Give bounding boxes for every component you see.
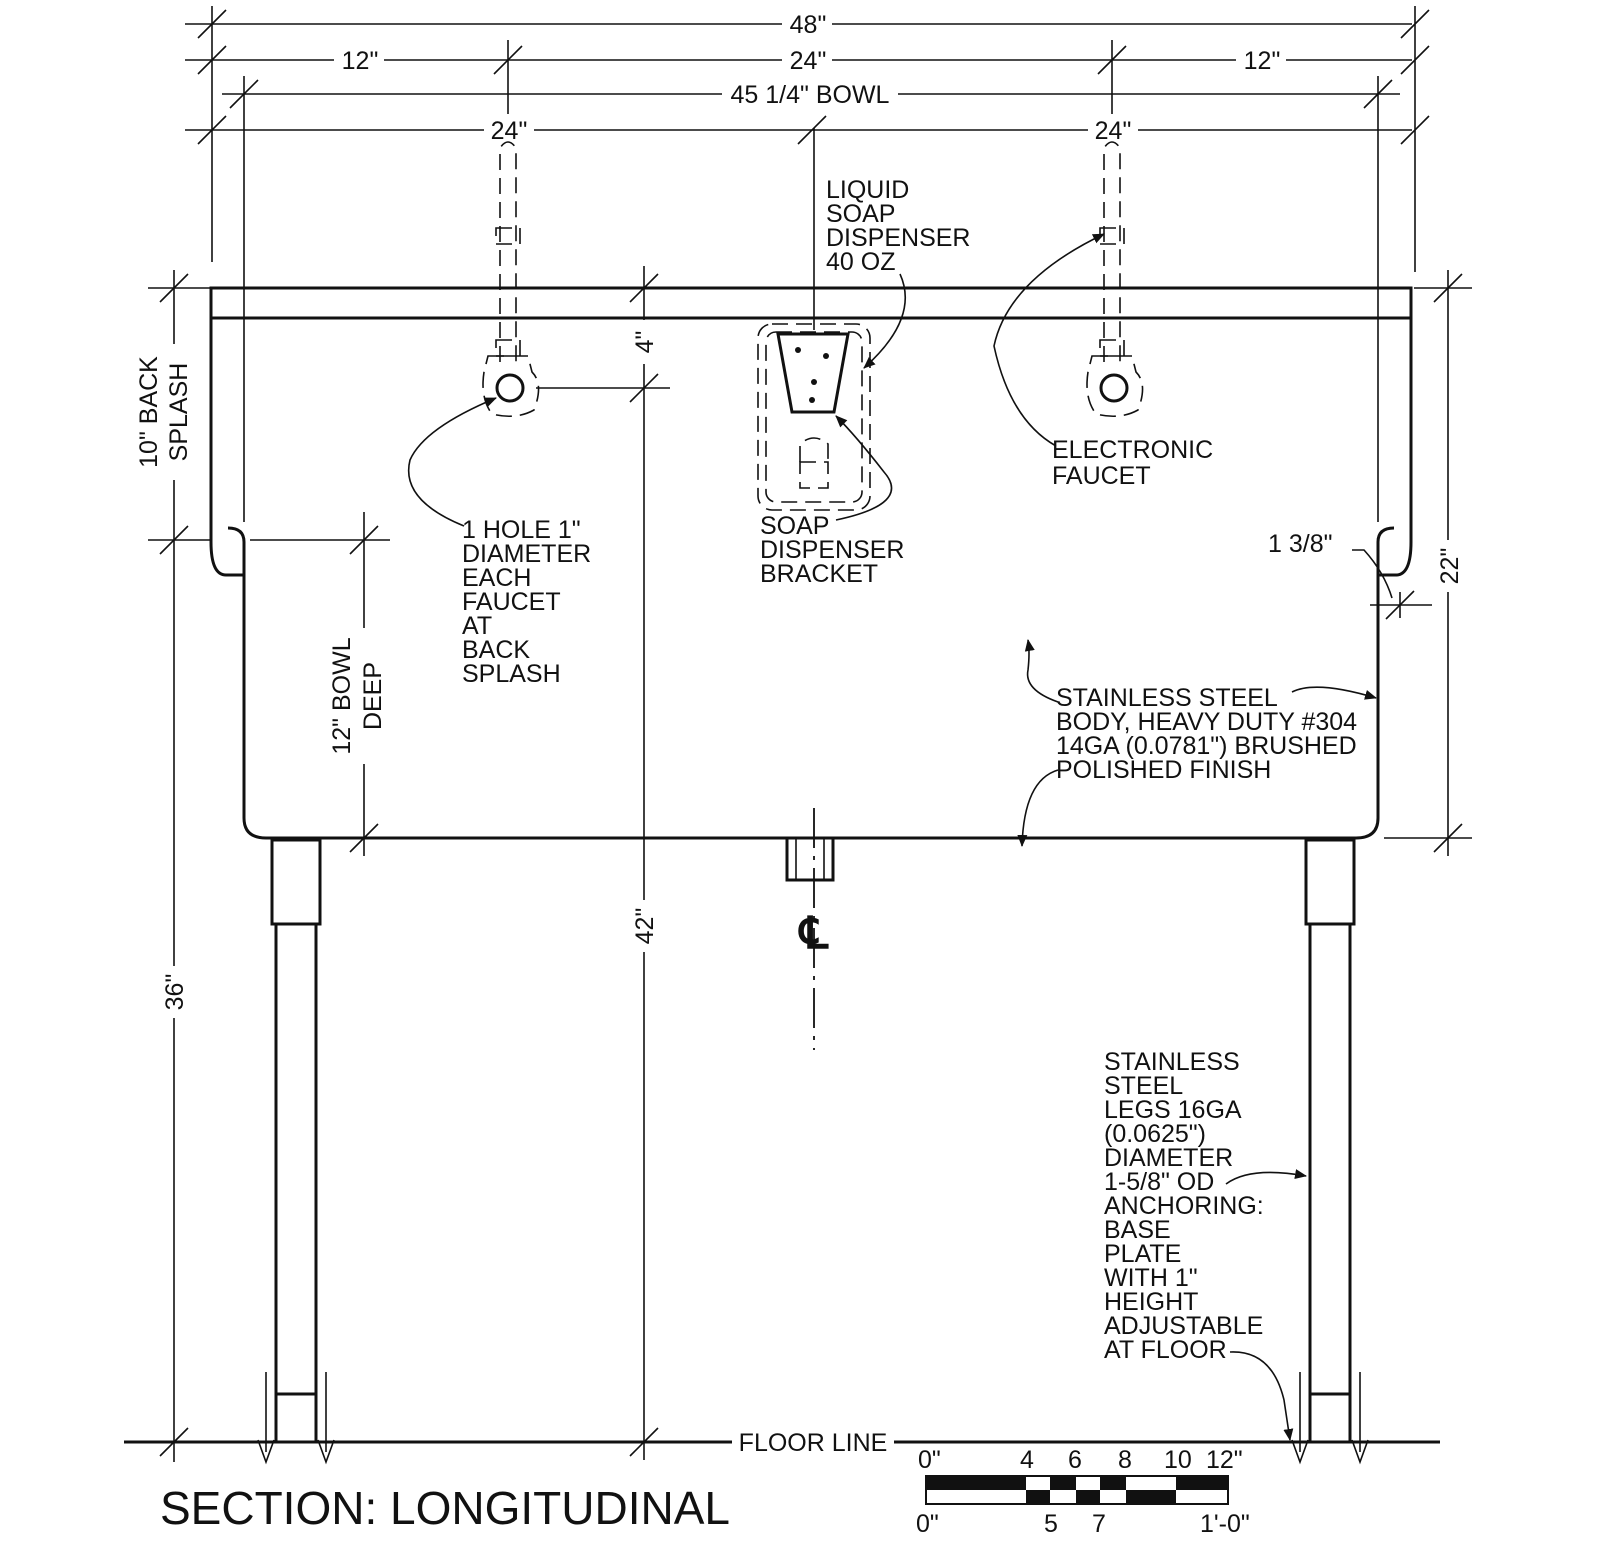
scale-top-8: 8	[1118, 1446, 1132, 1474]
top-dimensions: 48" 12" 24" 12" 45 1/4" BOWL 24" 24"	[185, 6, 1430, 522]
scale-bottom-1ft: 1'-0"	[1200, 1510, 1250, 1538]
leg-right	[1291, 838, 1369, 1465]
floor-line: FLOOR LINE	[124, 1429, 1440, 1457]
faucet-hole-line-2: DIAMETER	[462, 540, 591, 568]
faucet-hole-line-4: FAUCET	[462, 588, 561, 616]
scale-bottom-5: 5	[1044, 1510, 1058, 1538]
scale-top-0: 0"	[918, 1446, 941, 1474]
dim-backsplash-2: SPLASH	[165, 363, 193, 462]
legs-line-2: STEEL	[1104, 1072, 1183, 1100]
callout-soap-dispenser: LIQUID SOAP DISPENSER 40 OZ	[826, 176, 970, 369]
dim-center-span: 24"	[790, 47, 827, 75]
faucet-left	[482, 141, 540, 418]
callout-body: STAINLESS STEEL BODY, HEAVY DUTY #304 14…	[1017, 639, 1377, 847]
left-dimensions: 10" BACK SPLASH 36" 12" BOWL DEEP	[135, 270, 390, 1462]
dim-bowl-deep-2: DEEP	[359, 662, 387, 730]
faucet-hole-line-3: EACH	[462, 564, 531, 592]
legs-line-8: BASE	[1104, 1216, 1171, 1244]
sink-body	[209, 286, 1413, 882]
dim-right-offset: 12"	[1244, 47, 1281, 75]
faucet-hole-line-1: 1 HOLE 1"	[462, 516, 581, 544]
centerline: ℄	[798, 808, 829, 1050]
dim-bowl-deep-1: 12" BOWL	[328, 637, 356, 754]
faucet-hole-right-icon	[1099, 373, 1129, 403]
callout-electronic-faucet: ELECTRONIC FAUCET	[993, 233, 1213, 490]
faucet-hole-line-7: SPLASH	[462, 660, 561, 688]
callout-faucet-hole: 1 HOLE 1" DIAMETER EACH FAUCET AT BACK S…	[407, 397, 591, 688]
dispenser-bracket-line-3: BRACKET	[760, 560, 878, 588]
legs-line-6: 1-5/8" OD	[1104, 1168, 1214, 1196]
soap-dispenser	[757, 128, 871, 511]
dispenser-bracket-line-1: SOAP	[760, 512, 829, 540]
dispenser-bracket-line-2: DISPENSER	[760, 536, 904, 564]
scale-top-4: 4	[1020, 1446, 1034, 1474]
right-dimensions: 22" 1 3/8"	[1268, 270, 1472, 856]
dim-hole-depth: 4"	[631, 331, 659, 354]
electronic-faucet-line-2: FAUCET	[1052, 462, 1151, 490]
legs-line-7: ANCHORING:	[1104, 1192, 1264, 1220]
soap-dispenser-line-4: 40 OZ	[826, 248, 895, 276]
dim-bowl-length: 45 1/4" BOWL	[731, 81, 890, 109]
scale-top-12: 12"	[1206, 1446, 1243, 1474]
legs-line-9: PLATE	[1104, 1240, 1181, 1268]
legs-line-10: WITH 1"	[1104, 1264, 1198, 1292]
scale-bottom-7: 7	[1092, 1510, 1106, 1538]
body-line-3: 14GA (0.0781") BRUSHED	[1056, 732, 1357, 760]
dim-faucet-left: 24"	[491, 117, 528, 145]
dim-total-height: 42"	[631, 908, 659, 945]
dim-overall-depth: 22"	[1436, 548, 1464, 585]
dim-backsplash-1: 10" BACK	[135, 356, 163, 468]
body-line-1: STAINLESS STEEL	[1056, 684, 1278, 712]
center-vertical-dimensions: 4" 42"	[536, 266, 670, 1460]
dim-rim-radius: 1 3/8"	[1268, 530, 1332, 558]
body-line-4: POLISHED FINISH	[1056, 756, 1271, 784]
dim-faucet-right: 24"	[1095, 117, 1132, 145]
faucet-hole-line-6: BACK	[462, 636, 530, 664]
body-line-2: BODY, HEAVY DUTY #304	[1056, 708, 1357, 736]
legs-line-11: HEIGHT	[1104, 1288, 1198, 1316]
scale-top-10: 10	[1164, 1446, 1192, 1474]
legs-line-5: DIAMETER	[1104, 1144, 1233, 1172]
scale-top-6: 6	[1068, 1446, 1082, 1474]
legs-line-12: ADJUSTABLE	[1104, 1312, 1263, 1340]
floor-line-label: FLOOR LINE	[739, 1429, 888, 1457]
legs-line-3: LEGS 16GA	[1104, 1096, 1242, 1124]
faucet-hole-line-5: AT	[462, 612, 492, 640]
soap-dispenser-line-2: SOAP	[826, 200, 895, 228]
drawing-title: SECTION: LONGITUDINAL	[160, 1482, 730, 1534]
dim-rim-height: 36"	[161, 974, 189, 1011]
soap-dispenser-line-1: LIQUID	[826, 176, 909, 204]
electronic-faucet-line-1: ELECTRONIC	[1052, 436, 1213, 464]
centerline-symbol: ℄	[798, 909, 829, 958]
legs-line-1: STAINLESS	[1104, 1048, 1240, 1076]
soap-dispenser-line-3: DISPENSER	[826, 224, 970, 252]
legs-line-13: AT FLOOR	[1104, 1336, 1227, 1364]
faucet-right	[1086, 141, 1144, 418]
dim-overall-width: 48"	[790, 11, 827, 39]
callout-legs: STAINLESS STEEL LEGS 16GA (0.0625") DIAM…	[1104, 1048, 1307, 1441]
scale-bar: 0" 4 6 8 10 12" 0" 5 7 1'-0"	[916, 1446, 1250, 1538]
callout-dispenser-bracket: SOAP DISPENSER BRACKET	[760, 415, 904, 588]
faucet-hole-left-icon	[495, 373, 525, 403]
leg-left	[257, 838, 335, 1465]
scale-bottom-0: 0"	[916, 1510, 939, 1538]
legs-line-4: (0.0625")	[1104, 1120, 1206, 1148]
dim-left-offset: 12"	[342, 47, 379, 75]
